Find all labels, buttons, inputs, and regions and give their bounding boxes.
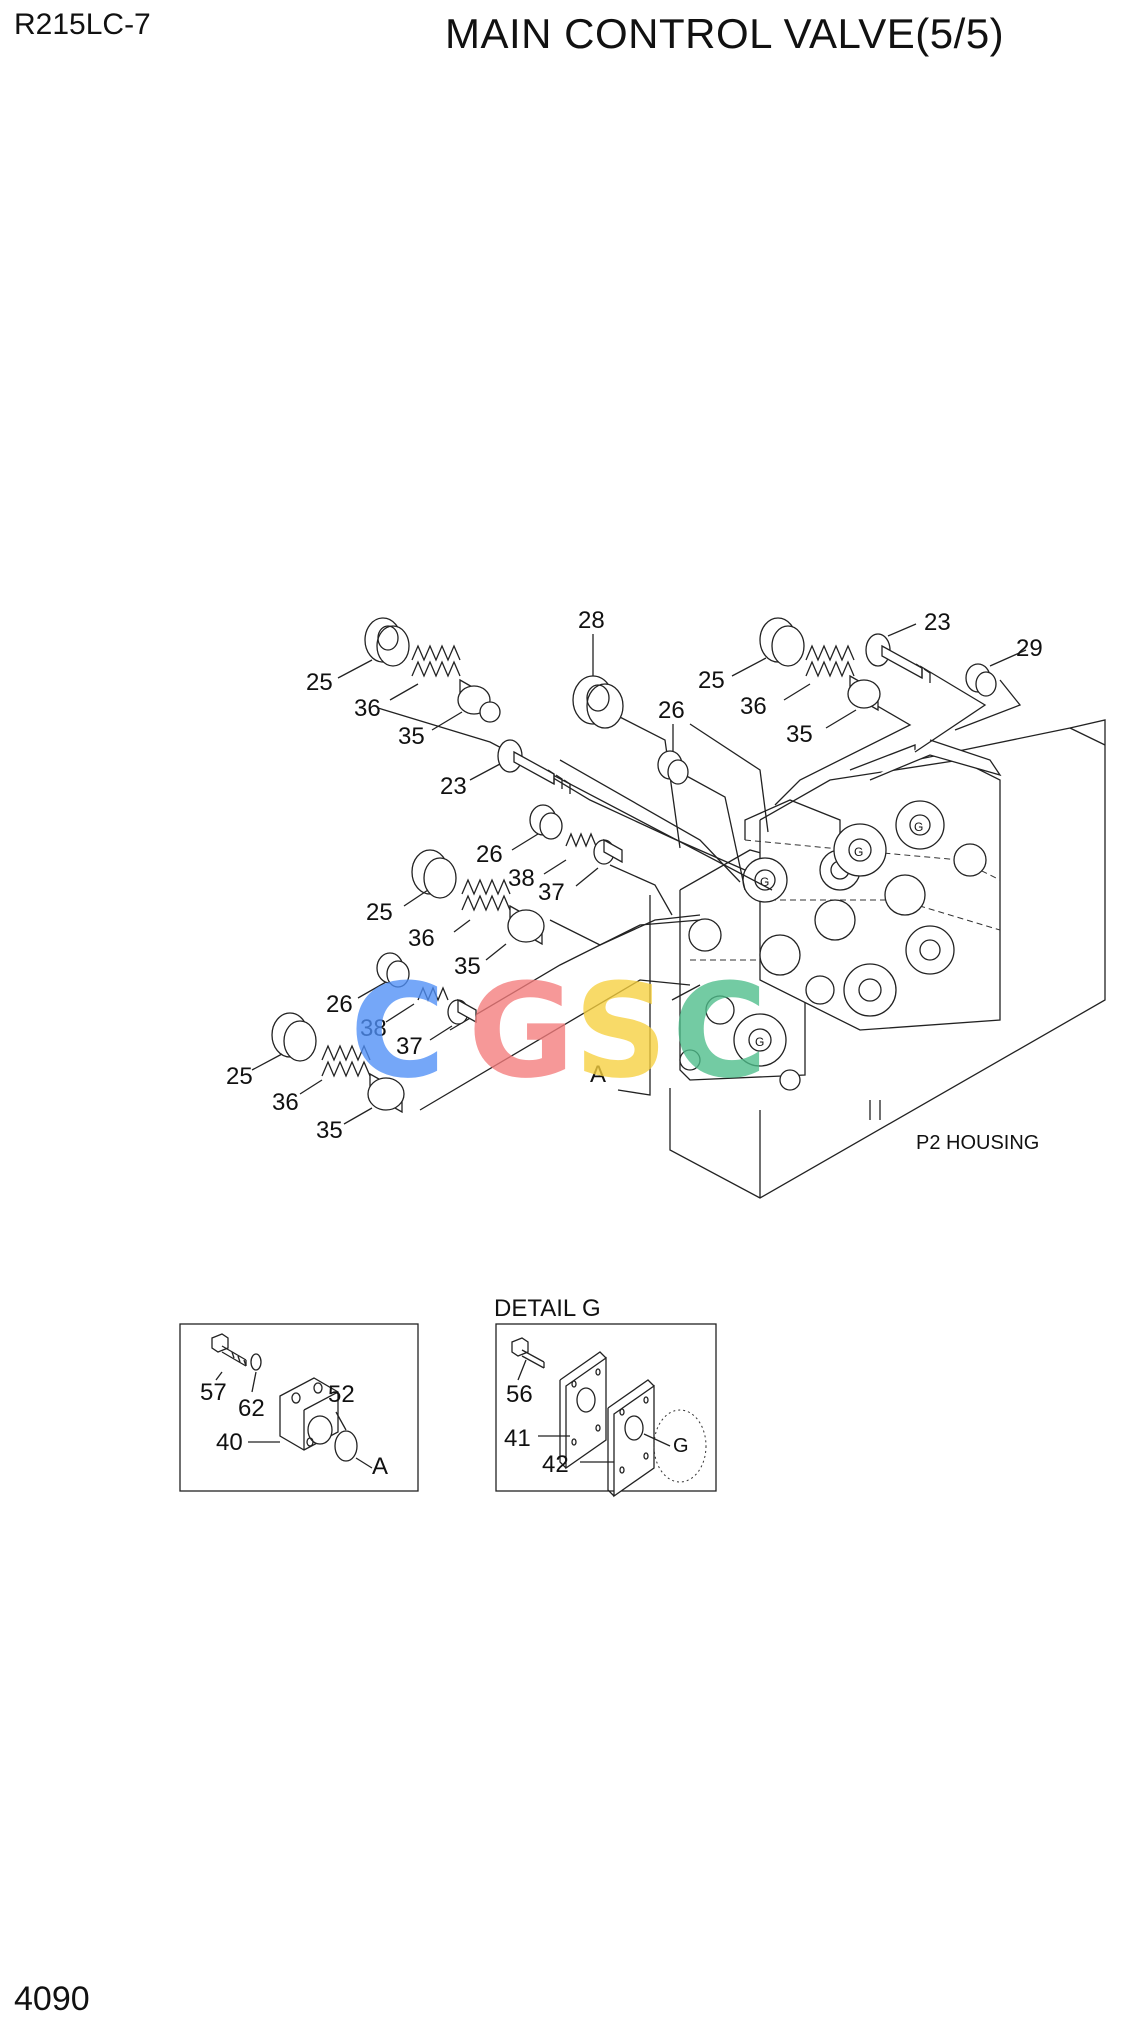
- part-spring-36-b: [805, 644, 855, 678]
- callout-36: 36: [272, 1089, 299, 1116]
- callout-23: 23: [924, 609, 951, 636]
- part-flange-40: [279, 1377, 339, 1451]
- callout-42: 42: [542, 1451, 569, 1478]
- part-spring-36-c: [461, 878, 511, 912]
- callout-37: 37: [538, 879, 565, 906]
- part-plug-25-c: [411, 849, 457, 899]
- callout-25: 25: [226, 1063, 253, 1090]
- callout-28: 28: [578, 607, 605, 634]
- part-plug-25-a: [364, 617, 410, 667]
- callout-35: 35: [316, 1117, 343, 1144]
- watermark-letter: C: [350, 955, 445, 1107]
- part-washer-62: [250, 1353, 262, 1371]
- callout-37: 37: [396, 1033, 423, 1060]
- part-valve-23-b: [865, 633, 931, 683]
- housing-label: P2 HOUSING: [916, 1132, 1039, 1154]
- part-spring-36-a: [411, 644, 461, 678]
- g-mark: G: [755, 1035, 764, 1049]
- callout-36: 36: [740, 693, 767, 720]
- part-spring-38-a: [565, 832, 597, 848]
- part-plug-25-b: [759, 617, 805, 667]
- callout-35: 35: [454, 953, 481, 980]
- part-valve-23-a: [497, 739, 571, 794]
- callout-36: 36: [354, 695, 381, 722]
- page-number: 4090: [14, 1980, 90, 2018]
- callout-26: 26: [476, 841, 503, 868]
- detail-g-title: DETAIL G: [494, 1295, 601, 1322]
- callout-25: 25: [306, 669, 333, 696]
- watermark-letter: G: [468, 955, 575, 1107]
- g-mark: G: [760, 875, 769, 889]
- callout-26: 26: [658, 697, 685, 724]
- part-plug-25-d: [271, 1012, 317, 1062]
- p2-housing-block: G G G G P2 HOUSING: [669, 719, 1106, 1199]
- model-label: R215LC-7: [14, 8, 151, 41]
- part-plug-26-a: [657, 750, 689, 785]
- page-title: MAIN CONTROL VALVE(5/5): [445, 10, 1005, 57]
- part-plug-26-b: [529, 804, 563, 840]
- assembly-leader-lines: [377, 665, 1022, 1111]
- watermark-letter: C: [672, 955, 767, 1107]
- callout-numbers: 25 36 35 23 28 26 25 36 35 23 29 26 38 3…: [226, 607, 1043, 1144]
- part-piston-35-c: [507, 904, 545, 946]
- callout-35: 35: [398, 723, 425, 750]
- part-piston-35-d: [367, 1072, 405, 1114]
- part-piston-37-a: [593, 838, 623, 865]
- part-plug-28: [572, 675, 624, 729]
- callout-25: 25: [698, 667, 725, 694]
- callout-52: 52: [328, 1381, 355, 1408]
- callout-25: 25: [366, 899, 393, 926]
- part-piston-35-a: [457, 678, 501, 723]
- callout-41: 41: [504, 1425, 531, 1452]
- g-mark: G: [854, 845, 863, 859]
- callout-57: 57: [200, 1379, 227, 1406]
- housing-bores: [679, 800, 987, 1091]
- part-oring-52: [334, 1430, 358, 1462]
- part-bolt-56: [511, 1337, 545, 1369]
- cgsc-watermark: C G S C: [350, 955, 767, 1107]
- callout-36: 36: [408, 925, 435, 952]
- part-plug-29: [965, 663, 997, 697]
- callout-62: 62: [238, 1395, 265, 1422]
- part-plate-41: [559, 1351, 607, 1470]
- detail-g-marker: G: [673, 1435, 689, 1457]
- detail-g-panel: DETAIL G: [494, 1295, 717, 1498]
- watermark-letter: S: [574, 955, 668, 1107]
- callout-26: 26: [326, 991, 353, 1018]
- callout-38: 38: [360, 1015, 387, 1042]
- part-plate-42: [607, 1379, 655, 1498]
- part-spring-38-b: [417, 986, 449, 1002]
- callout-35: 35: [786, 721, 813, 748]
- callout-56: 56: [506, 1381, 533, 1408]
- detail-a-panel: 57 62 52 40 A: [179, 1323, 419, 1492]
- detail-a-marker: A: [372, 1453, 388, 1480]
- part-piston-35-b: [847, 674, 881, 712]
- callout-leaders: [251, 623, 1027, 1125]
- part-spring-36-d: [321, 1044, 371, 1078]
- marker-a: A: [590, 1061, 606, 1088]
- callout-23: 23: [440, 773, 467, 800]
- callout-40: 40: [216, 1429, 243, 1456]
- part-piston-37-b: [447, 998, 477, 1025]
- callout-38: 38: [508, 865, 535, 892]
- g-reference-circle: [653, 1409, 707, 1483]
- callout-29: 29: [1016, 635, 1043, 662]
- part-plug-26-c: [376, 952, 410, 988]
- part-bolt-57: [211, 1333, 247, 1367]
- g-mark: G: [914, 820, 923, 834]
